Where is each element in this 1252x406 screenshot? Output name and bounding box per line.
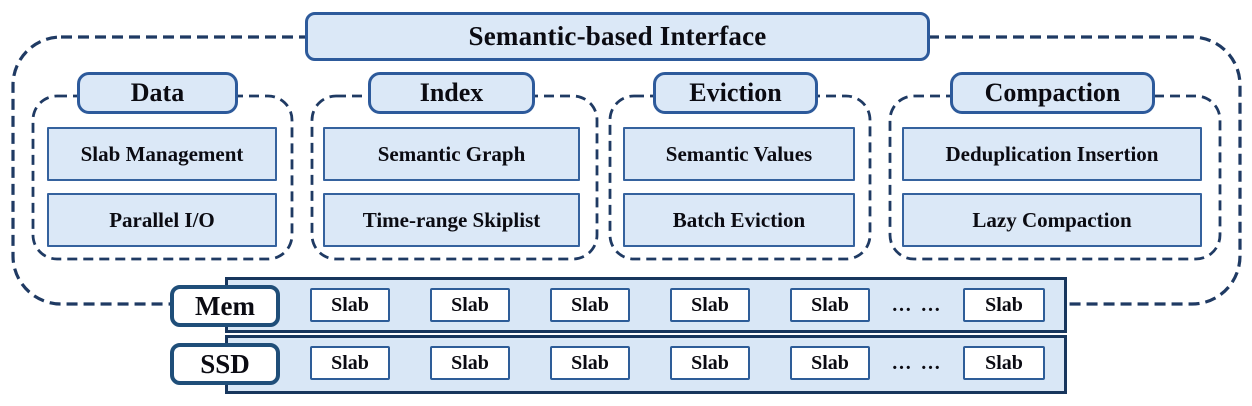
semantic-interface-title: Semantic-based Interface xyxy=(468,21,767,51)
lazy-compaction-box: Lazy Compaction xyxy=(902,193,1202,247)
data-module-label: Data xyxy=(130,78,185,107)
semantic-values-label: Semantic Values xyxy=(665,141,813,166)
semantic-values-box: Semantic Values xyxy=(623,127,855,181)
semantic-interface-box: Semantic-based Interface xyxy=(305,12,930,61)
ssd-slab-box: Slab xyxy=(550,346,630,380)
ssd-slab-box: Slab xyxy=(310,346,390,380)
compaction-module-header: Compaction xyxy=(950,72,1155,114)
mem-slab-label: Slab xyxy=(811,293,849,316)
mem-label: Mem xyxy=(195,290,255,321)
mem-slab-box: Slab xyxy=(550,288,630,322)
ssd-bar xyxy=(225,335,1067,394)
ssd-slab-label: Slab xyxy=(691,351,729,374)
index-module-header: Index xyxy=(368,72,535,114)
ssd-slab-box: Slab xyxy=(430,346,510,380)
deduplication-insertion-box: Deduplication Insertion xyxy=(902,127,1202,181)
data-module-header: Data xyxy=(77,72,238,114)
ssd-slab-label: Slab xyxy=(331,351,369,374)
deduplication-insertion-label: Deduplication Insertion xyxy=(945,141,1159,166)
time-range-skiplist-label: Time-range Skiplist xyxy=(362,207,541,232)
mem-slab-box: Slab xyxy=(963,288,1045,322)
mem-slab-box: Slab xyxy=(670,288,750,322)
index-module-label: Index xyxy=(419,78,484,107)
ssd-label-box: SSD xyxy=(170,343,280,385)
parallel-io-box: Parallel I/O xyxy=(47,193,277,247)
slab-management-box: Slab Management xyxy=(47,127,277,181)
mem-slab-label: Slab xyxy=(985,293,1023,316)
batch-eviction-label: Batch Eviction xyxy=(672,207,806,232)
batch-eviction-box: Batch Eviction xyxy=(623,193,855,247)
mem-label-box: Mem xyxy=(170,285,280,327)
eviction-module-label: Eviction xyxy=(689,78,782,107)
mem-slab-label: Slab xyxy=(451,293,489,316)
mem-slab-label: Slab xyxy=(331,293,369,316)
mem-slab-box: Slab xyxy=(790,288,870,322)
mem-slab-label: Slab xyxy=(571,293,609,316)
lazy-compaction-label: Lazy Compaction xyxy=(972,207,1132,232)
ssd-label: SSD xyxy=(200,348,250,379)
ssd-slab-label: Slab xyxy=(985,351,1023,374)
ssd-slab-box: Slab xyxy=(963,346,1045,380)
ssd-slab-label: Slab xyxy=(571,351,609,374)
mem-slab-ellipsis: … … xyxy=(891,293,943,316)
parallel-io-label: Parallel I/O xyxy=(109,207,215,232)
time-range-skiplist-box: Time-range Skiplist xyxy=(323,193,580,247)
mem-slab-label: Slab xyxy=(691,293,729,316)
ssd-slab-label: Slab xyxy=(811,351,849,374)
ssd-slab-box: Slab xyxy=(670,346,750,380)
ssd-slab-box: Slab xyxy=(790,346,870,380)
ssd-slab-ellipsis: … … xyxy=(891,351,943,374)
semantic-graph-box: Semantic Graph xyxy=(323,127,580,181)
compaction-module-dashed-outline xyxy=(888,94,1222,261)
ssd-slab-label: Slab xyxy=(451,351,489,374)
eviction-module-header: Eviction xyxy=(653,72,818,114)
slab-management-label: Slab Management xyxy=(80,141,244,166)
compaction-module-label: Compaction xyxy=(984,78,1121,107)
semantic-graph-label: Semantic Graph xyxy=(377,141,526,166)
mem-slab-box: Slab xyxy=(310,288,390,322)
mem-slab-box: Slab xyxy=(430,288,510,322)
